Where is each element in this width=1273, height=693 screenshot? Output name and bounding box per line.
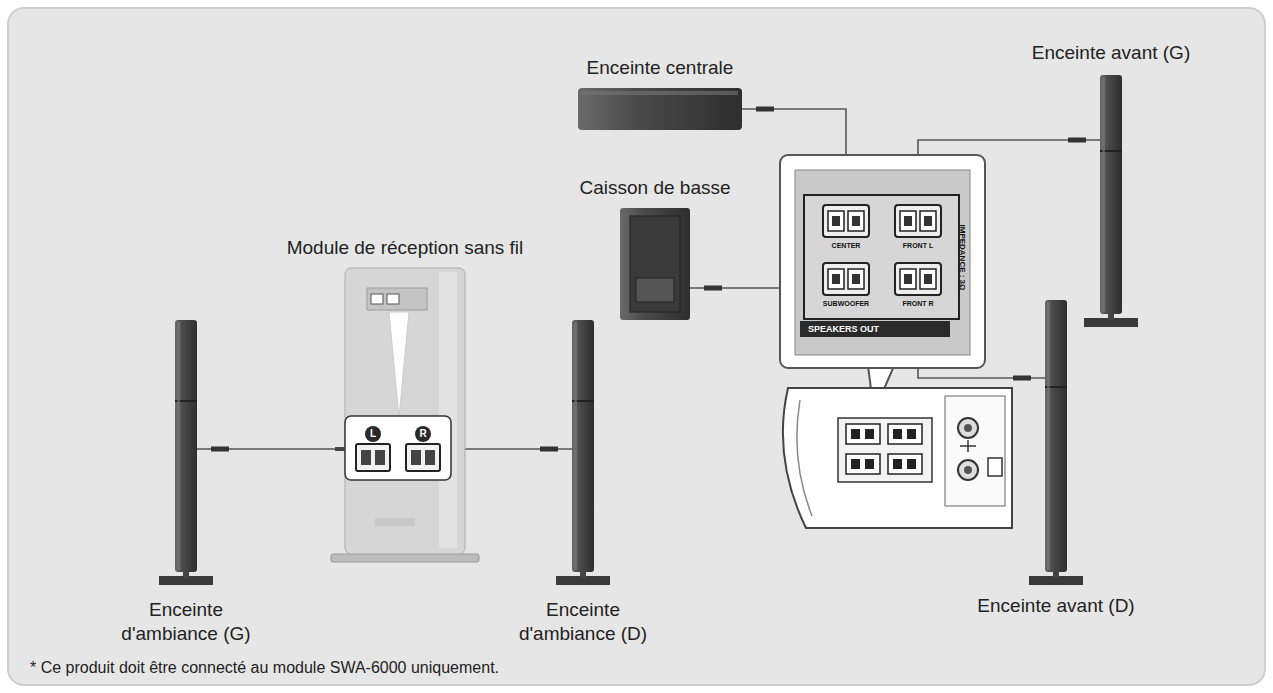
channel-letter: R (419, 428, 426, 440)
module-drawing (345, 268, 465, 558)
wire-plug (1013, 376, 1031, 381)
jack-terminal: SUBWOOFER (815, 263, 877, 313)
part-name: Enceinte avant (D) (977, 594, 1134, 618)
speaker-unit: Enceinte avant (G) (1100, 75, 1122, 320)
part-name: Enceinte d'ambiance (D) (498, 598, 668, 646)
part-name: Module de réception sans fil (287, 236, 524, 260)
impedance-note: IMPEDANCE : 3Ω (957, 224, 968, 290)
part-name: Enceinte centrale (587, 56, 734, 80)
jack-terminal: CENTER (815, 205, 877, 255)
wire-line (197, 448, 353, 450)
panel-heading: SPEAKERS OUT (808, 324, 879, 335)
jack-terminal: FRONT L (887, 205, 949, 255)
footnote: * Ce produit doit être connecté au modul… (30, 659, 499, 677)
jack-terminal: FRONT R (887, 263, 949, 313)
tower-drawing (1045, 300, 1067, 578)
wire-plug (1068, 138, 1086, 143)
speaker-unit: Enceinte avant (D) (1045, 300, 1067, 578)
part-name: Enceinte avant (G) (1032, 41, 1190, 65)
center-drawing (578, 88, 742, 130)
tower-drawing (175, 320, 197, 578)
wire-plug (756, 107, 774, 112)
speaker-unit: Enceinte d'ambiance (D) (572, 320, 594, 578)
speaker-unit: LRModule de réception sans fil (345, 268, 465, 558)
tower-drawing (1100, 75, 1122, 320)
connector-panel: CENTER FRONT L SUBWOOFER FRONT R SPEAKERS OU… (780, 155, 985, 368)
terminal-label: SUBWOOFER (823, 299, 869, 308)
jack-terminal: R (403, 426, 443, 472)
terminal-label: FRONT R (902, 299, 933, 308)
terminal-label: FRONT L (903, 241, 933, 250)
speaker-unit: Enceinte d'ambiance (G) (175, 320, 197, 578)
terminal-label: CENTER (832, 241, 861, 250)
tower-drawing (572, 320, 594, 578)
panel-drawing (780, 155, 985, 368)
speaker-wire (197, 449, 353, 450)
part-name: Enceinte d'ambiance (G) (101, 598, 271, 646)
part-name: Caisson de basse (579, 176, 730, 200)
channel-letter: L (370, 428, 376, 440)
wire-plug (540, 447, 558, 452)
jack-terminal: L (353, 426, 393, 472)
wire-plug (211, 447, 229, 452)
speaker-unit: Enceinte centrale (578, 88, 742, 130)
speaker-unit: Caisson de basse (620, 208, 690, 320)
wire-plug (704, 286, 722, 291)
sub-drawing (620, 208, 690, 320)
